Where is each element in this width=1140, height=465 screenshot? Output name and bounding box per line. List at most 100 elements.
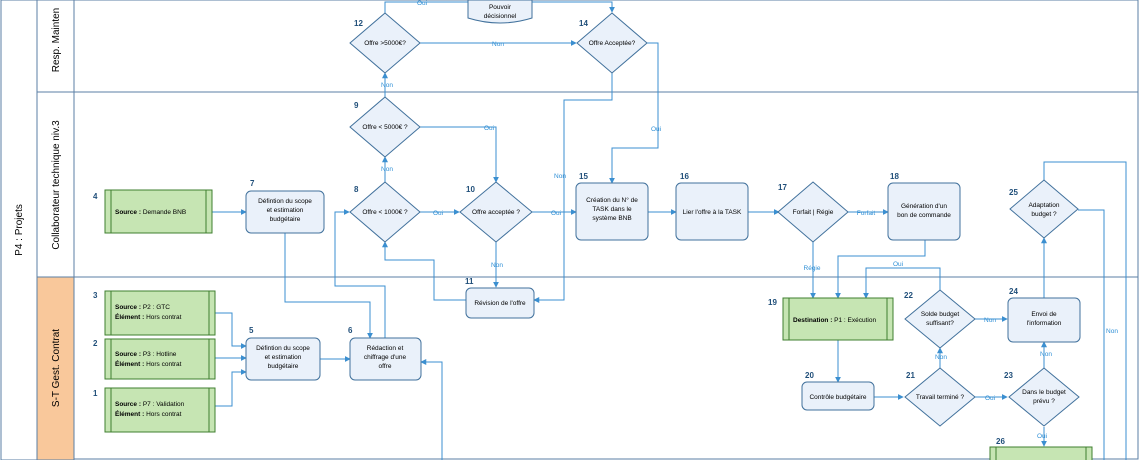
edge-9-10 (420, 126, 499, 183)
node-6-offer-drafting[interactable]: 6 Rédaction et chiffrage d'une offre (348, 326, 422, 381)
node-24-line-2: l'information (1027, 320, 1062, 327)
node-1-source-key: Source : (115, 401, 141, 408)
edge-label-17-18: Forfait (857, 210, 876, 217)
node-4-source-demande-bnb[interactable]: 4 Source : Demande BNB (93, 189, 213, 234)
edge-6-8 (334, 209, 386, 338)
node-24-send-information[interactable]: 24 Envoi de l'information (1007, 287, 1081, 343)
svg-text:Source : P3 : Hotline: Source : P3 : Hotline (115, 351, 177, 358)
node-23-decision-within-budget[interactable]: 23 Dans le budget prévu ? (1004, 367, 1080, 427)
edge-25-non (1078, 209, 1105, 460)
node-17-decision-forfait-regie[interactable]: 17 Forfait | Régie (777, 181, 849, 243)
node-20-budget-control[interactable]: 20 Contrôle budgétaire (801, 371, 875, 411)
edge-label-23-24: Non (1040, 351, 1052, 358)
node-11-offer-revision[interactable]: 11 Révision de l'offre (465, 277, 535, 319)
node-5-line-1: Défintion du scope (256, 345, 310, 352)
node-15-task-creation[interactable]: 15 Création du N° de TASK dans le systèm… (575, 172, 649, 241)
node-14-number: 14 (579, 19, 588, 28)
node-25-line-1: Adaptation (1028, 202, 1059, 209)
node-1-number: 1 (93, 389, 98, 398)
node-2-source-value: P3 : Hotline (141, 351, 177, 358)
node-14-decision-offer-accepted[interactable]: 14 Offre Acceptée? (576, 12, 648, 74)
node-7-line-2: et estimation (267, 207, 304, 214)
lane-title-collab: Collaborateur technique niv.3 (51, 120, 62, 250)
pool-title: P4 : Projets (14, 204, 25, 256)
edge-label-10-15: Oui (551, 210, 561, 217)
node-21-label: Travail terminé ? (916, 394, 965, 401)
node-25-decision-budget-adaptation[interactable]: 25 Adaptation budget ? (1009, 179, 1079, 239)
node-7-scope-definition[interactable]: 7 Défintion du scope et estimation budgé… (245, 179, 325, 234)
svg-text:Destination : P1 : Exécution: Destination : P1 : Exécution (793, 317, 876, 324)
lane-title-maintenance: Resp. Mainten (51, 8, 62, 72)
node-12-label: Offre >5000€? (364, 40, 406, 47)
node-25-line-2: budget ? (1031, 211, 1057, 218)
node-3-source-value: P2 : GTC (141, 304, 170, 311)
node-22-number: 22 (904, 291, 913, 300)
node-1-element-value: Hors contrat (144, 411, 181, 418)
edge-label-23-26: Oui (1037, 433, 1047, 440)
node-7-number: 7 (250, 179, 255, 188)
edge-label-25-non: Non (1106, 328, 1118, 335)
edge-label-22-19: Oui (893, 261, 903, 268)
node-15-line-2: TASK dans le (592, 206, 632, 213)
edge-label-8-10: Oui (433, 210, 443, 217)
node-13-decision-power[interactable]: Pouvoir décisionnel (467, 0, 533, 24)
node-19-number: 19 (768, 298, 777, 307)
edge-label-10-11: Non (491, 262, 503, 269)
svg-text:Élément : Hors contrat: Élément : Hors contrat (115, 359, 182, 368)
node-2-element-key: Élément : (115, 359, 144, 368)
node-8-decision-under-1000[interactable]: 8 Offre < 1000€ ? (349, 181, 421, 243)
node-1-source-validation[interactable]: 1 Source : P7 : Validation Élément : Hor… (93, 387, 216, 433)
node-18-purchase-order[interactable]: 18 Génération d'un bon de commande (887, 172, 961, 241)
node-12-decision-over-5000[interactable]: 12 Offre >5000€? (349, 12, 421, 74)
node-15-line-1: Création du N° de (586, 196, 638, 204)
node-4-source-value: Demande BNB (141, 209, 186, 216)
edge-label-14-15: Oui (651, 126, 661, 133)
node-1-element-key: Élément : (115, 409, 144, 418)
node-17-number: 17 (778, 183, 787, 192)
node-22-line-2: suffisant? (926, 320, 954, 327)
node-25-number: 25 (1009, 188, 1018, 197)
node-2-number: 2 (93, 339, 98, 348)
node-2-source-key: Source : (115, 351, 141, 358)
node-14-label: Offre Acceptée? (589, 40, 636, 47)
lane-header-maintenance (36, 0, 75, 93)
node-22-decision-budget-sufficient[interactable]: 22 Solde budget suffisant? (904, 289, 976, 349)
node-5-scope-definition[interactable]: 5 Défintion du scope et estimation budgé… (245, 326, 321, 381)
node-11-label: Révision de l'offre (474, 300, 526, 307)
edge-label-21-23: Oui (985, 395, 995, 402)
edge-label-21-22: Non (935, 354, 947, 361)
node-19-destination-execution[interactable]: 19 Destination : P1 : Exécution (768, 297, 894, 341)
node-5-line-3: budgétaire (268, 363, 299, 370)
node-24-line-1: Envoi de (1031, 311, 1057, 318)
edge-label-9-10: Oui (484, 125, 494, 132)
node-22-line-1: Solde budget (921, 311, 960, 318)
node-21-decision-work-done[interactable]: 21 Travail terminé ? (904, 367, 976, 427)
node-26-number: 26 (996, 437, 1005, 446)
node-10-label: Offre acceptée ? (472, 209, 520, 216)
node-3-source-gtc[interactable]: 3 Source : P2 : GTC Élément : Hors contr… (93, 290, 216, 336)
node-4-source-key: Source : (115, 209, 141, 216)
node-9-decision-under-5000[interactable]: 9 Offre < 5000€ ? (349, 96, 421, 158)
node-9-label: Offre < 5000€ ? (362, 124, 408, 131)
node-8-number: 8 (354, 185, 359, 194)
node-23-line-2: prévu ? (1033, 398, 1055, 405)
node-3-number: 3 (93, 291, 98, 300)
node-23-line-1: Dans le budget (1022, 389, 1066, 396)
edge-11-8 (382, 241, 466, 301)
edge-7-6 (284, 233, 373, 339)
node-2-source-hotline[interactable]: 2 Source : P3 : Hotline Élément : Hors c… (93, 338, 216, 380)
node-10-decision-offer-accepted[interactable]: 10 Offre acceptée ? (459, 181, 533, 243)
svg-text:Élément : Hors contrat: Élément : Hors contrat (115, 409, 182, 418)
edge-12-13 (384, 1, 468, 13)
node-26-destination[interactable]: 26 (989, 437, 1093, 465)
node-3-source-key: Source : (115, 304, 141, 311)
node-19-destination-key: Destination : (793, 317, 832, 324)
node-2-element-value: Hors contrat (144, 361, 181, 368)
node-10-number: 10 (466, 185, 475, 194)
edge-label-8-9: Non (381, 166, 393, 173)
node-16-link-offer-task[interactable]: 16 Lier l'offre à la TASK (675, 172, 749, 241)
node-3-element-key: Élément : (115, 312, 144, 321)
edge-label-12-14: Non (492, 41, 504, 48)
node-12-number: 12 (354, 19, 363, 28)
node-16-number: 16 (680, 172, 689, 181)
